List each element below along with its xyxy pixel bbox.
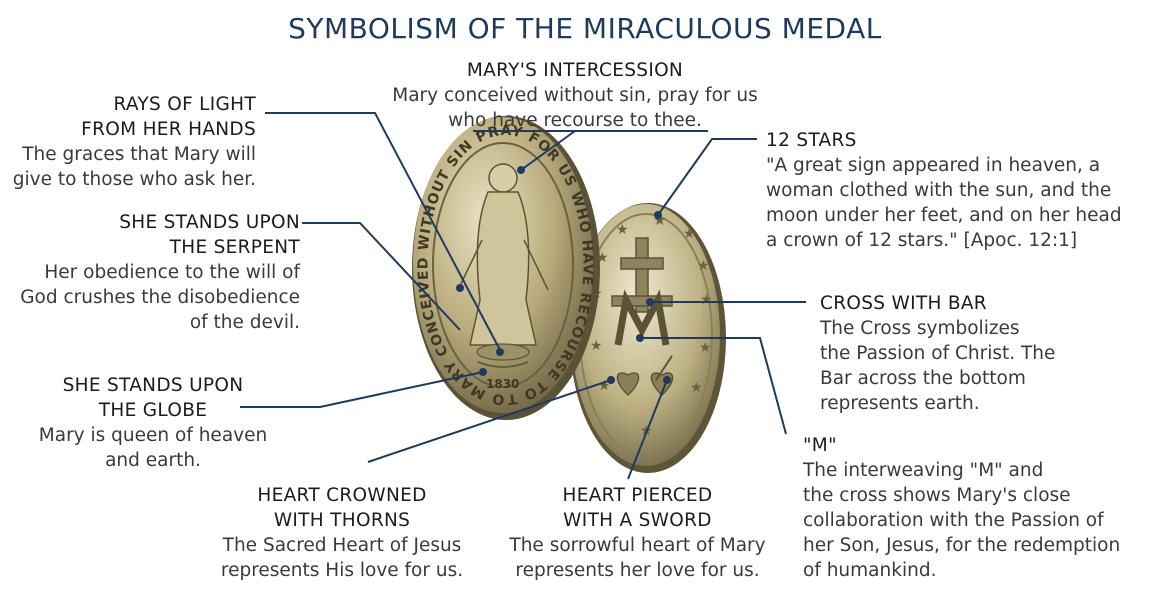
annotation-text: Her obedience to the will of (44, 262, 300, 283)
annotation-intercession: MARY'S INTERCESSION Mary conceived witho… (380, 58, 770, 133)
annotation-heading: HEART CROWNED (257, 485, 427, 506)
annotation-heading: "M" (803, 435, 837, 456)
annotation-text: of the devil. (189, 312, 300, 333)
annotation-rays: RAYS OF LIGHT FROM HER HANDS The graces … (0, 92, 256, 192)
annotation-text: collaboration with the Passion of (803, 510, 1104, 531)
annotation-text: of humankind. (803, 560, 937, 581)
annotation-text: Bar across the bottom (820, 368, 1026, 389)
annotation-cross: CROSS WITH BAR The Cross symbolizes the … (820, 291, 1160, 416)
annotation-stars: 12 STARS "A great sign appeared in heave… (766, 128, 1166, 253)
annotation-heading: SHE STANDS UPON (62, 375, 244, 396)
annotation-text: and earth. (105, 450, 201, 471)
cross-icon (611, 237, 673, 313)
annotation-heading: HEART PIERCED (562, 485, 713, 506)
annotation-text: woman clothed with the sun, and the (766, 180, 1112, 201)
annotation-heading: WITH A SWORD (563, 510, 712, 531)
annotation-heart-thorns: HEART CROWNED WITH THORNS The Sacred Hea… (212, 483, 472, 583)
svg-text:★: ★ (699, 340, 712, 356)
annotation-heart-sword: HEART PIERCED WITH A SWORD The sorrowful… (500, 483, 775, 583)
annotation-heading: FROM HER HANDS (81, 119, 256, 140)
annotation-heading: THE SERPENT (169, 237, 300, 258)
annotation-text: The graces that Mary will (22, 144, 256, 165)
annotation-text: who have recourse to thee. (448, 110, 702, 131)
annotation-text: God crushes the disobedience (20, 287, 300, 308)
annotation-heading: MARY'S INTERCESSION (466, 60, 684, 81)
annotation-text: represents her love for us. (515, 560, 760, 581)
annotation-serpent: SHE STANDS UPON THE SERPENT Her obedienc… (0, 210, 300, 335)
annotation-heading: 12 STARS (766, 130, 857, 151)
svg-text:★: ★ (590, 338, 603, 354)
annotation-m: "M" The interweaving "M" and the cross s… (803, 433, 1163, 583)
annotation-globe: SHE STANDS UPON THE GLOBE Mary is queen … (20, 373, 286, 473)
annotation-heading: SHE STANDS UPON (119, 212, 300, 233)
annotation-text: represents His love for us. (220, 560, 464, 581)
page-title: SYMBOLISM OF THE MIRACULOUS MEDAL (288, 12, 882, 45)
annotation-text: "A great sign appeared in heaven, a (766, 155, 1101, 176)
medal-year: 1830 (486, 377, 519, 391)
annotation-text: The interweaving "M" and (803, 460, 1044, 481)
svg-text:★: ★ (690, 380, 703, 396)
annotation-heading: THE GLOBE (98, 400, 208, 421)
annotation-text: Mary is queen of heaven (38, 425, 268, 446)
annotation-text: The Sacred Heart of Jesus (222, 535, 462, 556)
svg-text:★: ★ (700, 292, 713, 308)
annotation-text: the Passion of Christ. The (820, 343, 1056, 364)
annotation-text: The Cross symbolizes (820, 318, 1020, 339)
svg-text:★: ★ (697, 258, 710, 274)
leader-lines (240, 112, 806, 480)
svg-text:★: ★ (683, 226, 696, 242)
annotation-text: The sorrowful heart of Mary (509, 535, 766, 556)
annotation-text: give to those who ask her. (12, 169, 256, 190)
annotation-text: her Son, Jesus, for the redemption (803, 535, 1121, 556)
heart-thorns-icon (616, 372, 640, 397)
annotation-text: the cross shows Mary's close (803, 485, 1071, 506)
annotation-heading: CROSS WITH BAR (820, 293, 987, 314)
annotation-text: a crown of 12 stars." [Apoc. 12:1] (766, 230, 1078, 251)
annotation-text: represents earth. (820, 393, 980, 414)
annotation-text: moon under her feet, and on her head (766, 205, 1122, 226)
svg-text:★: ★ (616, 222, 629, 238)
annotation-heading: WITH THORNS (273, 510, 411, 531)
m-monogram-icon (614, 289, 670, 346)
annotation-heading: RAYS OF LIGHT (113, 94, 256, 115)
annotation-text: Mary conceived without sin, pray for us (392, 85, 758, 106)
